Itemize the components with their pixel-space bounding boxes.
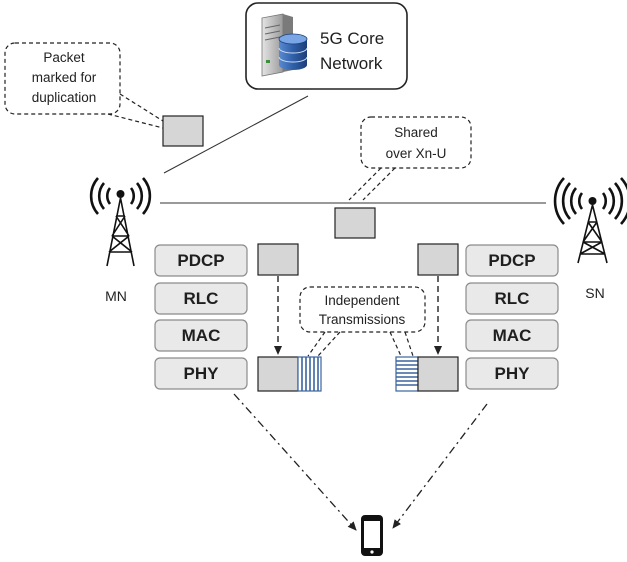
core-network: 5G Core Network: [245, 2, 408, 90]
sn-pdcp-packet: [417, 243, 459, 276]
mn-phy-packet: [257, 356, 322, 392]
smartphone-icon: [361, 515, 383, 556]
mn-phy-layer: [154, 357, 248, 390]
independent-transmissions-callout: Independent Transmissions: [299, 286, 426, 357]
duplication-callout-line1: Packet: [43, 50, 85, 65]
independent-transmissions-line1: Independent: [324, 293, 399, 308]
independent-transmissions-line2: Transmissions: [319, 312, 406, 327]
mn-protocol-stack: PDCP RLC MAC PHY: [154, 244, 248, 390]
xn-callout-line1: Shared: [394, 125, 438, 140]
mn-to-ue-link: [233, 393, 357, 531]
duplication-callout-line3: duplication: [32, 90, 97, 105]
sn-mac-label: MAC: [493, 326, 532, 345]
database-icon: [278, 33, 308, 70]
core-packet: [162, 115, 204, 147]
mn-pdcp-packet: [257, 243, 299, 276]
mn-pdcp-label: PDCP: [177, 251, 224, 270]
sn-rlc-label: RLC: [495, 289, 530, 308]
xn-callout: Shared over Xn-U: [348, 116, 472, 201]
mn-label: MN: [105, 288, 127, 304]
sn-pdcp-label: PDCP: [488, 251, 535, 270]
mn-tower-icon: [89, 177, 152, 267]
duplication-callout-box: [4, 42, 121, 115]
sn-phy-layer: [465, 357, 559, 390]
duplication-callout: Packet marked for duplication: [4, 42, 164, 129]
mn-pdcp-layer: [154, 244, 248, 277]
core-network-label-line2: Network: [320, 54, 383, 73]
sn-label: SN: [585, 285, 604, 301]
mn-mac-layer: [154, 319, 248, 352]
backhaul-line: [163, 95, 309, 174]
sn-protocol-stack: PDCP RLC MAC PHY: [465, 244, 559, 390]
mn-phy-label: PHY: [184, 364, 220, 383]
sn-phy-packet: [395, 356, 459, 392]
xn-callout-box: [360, 116, 472, 169]
duplication-callout-line2: marked for: [32, 70, 97, 85]
mn-rlc-layer: [154, 282, 248, 315]
mn-mac-label: MAC: [182, 326, 221, 345]
sn-pdcp-layer: [465, 244, 559, 277]
mn-rlc-label: RLC: [184, 289, 219, 308]
sn-to-ue-link: [392, 403, 488, 529]
server-icon: [261, 13, 293, 77]
xn-callout-line2: over Xn-U: [386, 146, 447, 161]
sn-mac-layer: [465, 319, 559, 352]
core-network-label-line1: 5G Core: [320, 29, 384, 48]
sn-phy-label: PHY: [495, 364, 531, 383]
sn-rlc-layer: [465, 282, 559, 315]
independent-transmissions-box: [299, 286, 426, 333]
xn-packet: [334, 207, 376, 239]
sn-tower-icon: [553, 177, 627, 264]
